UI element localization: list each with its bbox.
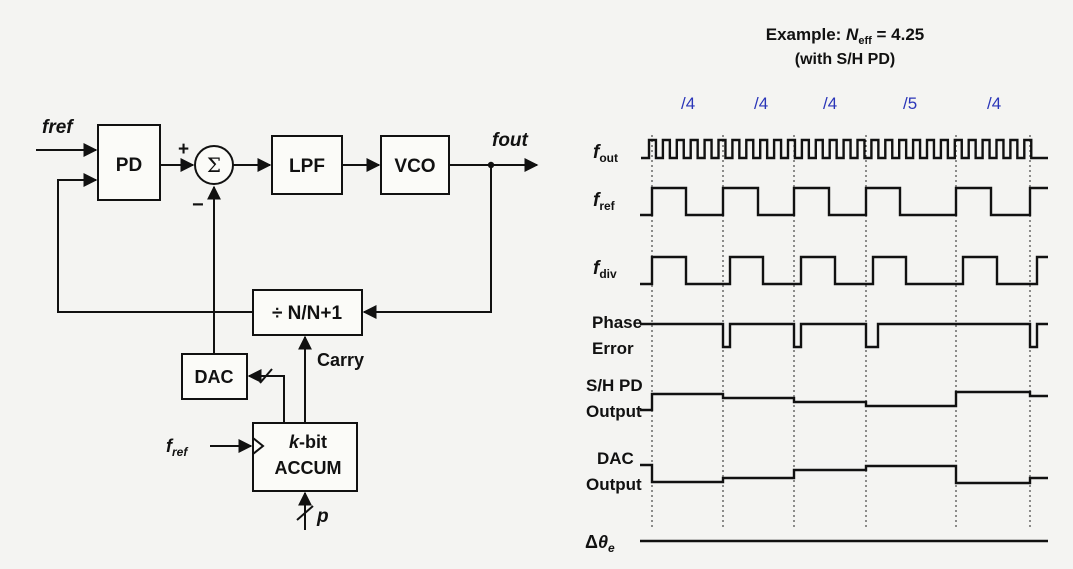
bus-slash-p [296, 505, 314, 521]
lpf-label: LPF [289, 156, 325, 177]
waveform-fout [641, 138, 1048, 160]
signal-label-sh-pd-2: Output [586, 402, 642, 421]
waveform-fref [640, 186, 1048, 217]
dac-block [181, 353, 248, 400]
waveform-sh-pd-output [640, 390, 1048, 412]
feedback-to-divider [362, 165, 492, 319]
block-diagram: fref PD + − Σ LPF VCO fout ÷ N/N+1 DAC [36, 117, 539, 530]
pd-label: PD [116, 155, 142, 176]
divider-to-pd-feedback [57, 173, 253, 313]
signal-label-dac-2: Output [586, 475, 642, 494]
fout-label: fout [492, 130, 529, 151]
fref-input-label: fref [42, 117, 74, 138]
vco-block [380, 135, 450, 195]
plus-sign: + [178, 139, 189, 160]
signal-label-dac-1: DAC [597, 449, 634, 468]
example-title: Example: Neff = 4.25 [766, 25, 925, 47]
example-subtitle: (with S/H PD) [795, 51, 895, 68]
divider-label: ÷ N/N+1 [272, 303, 343, 324]
divide-ratio-3: /4 [823, 94, 837, 113]
p-label: p [316, 506, 329, 527]
divide-ratio-5: /4 [987, 94, 1001, 113]
signal-label-fdiv: fdiv [593, 258, 617, 281]
signal-label-phase-error-2: Error [592, 339, 634, 358]
accumulator-block [252, 422, 358, 492]
waveform-dac-output [640, 463, 1048, 485]
carry-label: Carry [317, 350, 364, 370]
waveform-fdiv [640, 255, 1048, 286]
fref-accum-label: fref [166, 436, 188, 459]
dac-label: DAC [195, 367, 234, 387]
signal-label-delta-theta: Δθe [585, 532, 615, 555]
divide-ratio-1: /4 [681, 94, 695, 113]
divide-ratio-4: /5 [903, 94, 917, 113]
minus-sign: − [192, 194, 204, 216]
divider-block [252, 289, 363, 336]
sigma-symbol: Σ [207, 153, 221, 177]
accum-label-line2: ACCUM [275, 458, 342, 478]
signal-label-sh-pd-1: S/H PD [586, 376, 643, 395]
vco-label: VCO [394, 156, 435, 177]
accum-to-dac-bus [247, 369, 285, 423]
timing-diagram: Example: Neff = 4.25 (with S/H PD) /4 /4… [585, 25, 1048, 555]
divide-ratio-2: /4 [754, 94, 768, 113]
waveform-phase-error [640, 322, 1048, 349]
signal-label-fout: fout [593, 142, 618, 165]
phase-detector-block [97, 124, 161, 201]
accum-label-line1: k-bit [289, 432, 327, 452]
clock-input-triangle [252, 437, 265, 455]
signal-label-phase-error-1: Phase [592, 313, 642, 332]
bus-slash-dac [259, 368, 273, 384]
signal-label-fref: fref [593, 190, 616, 213]
